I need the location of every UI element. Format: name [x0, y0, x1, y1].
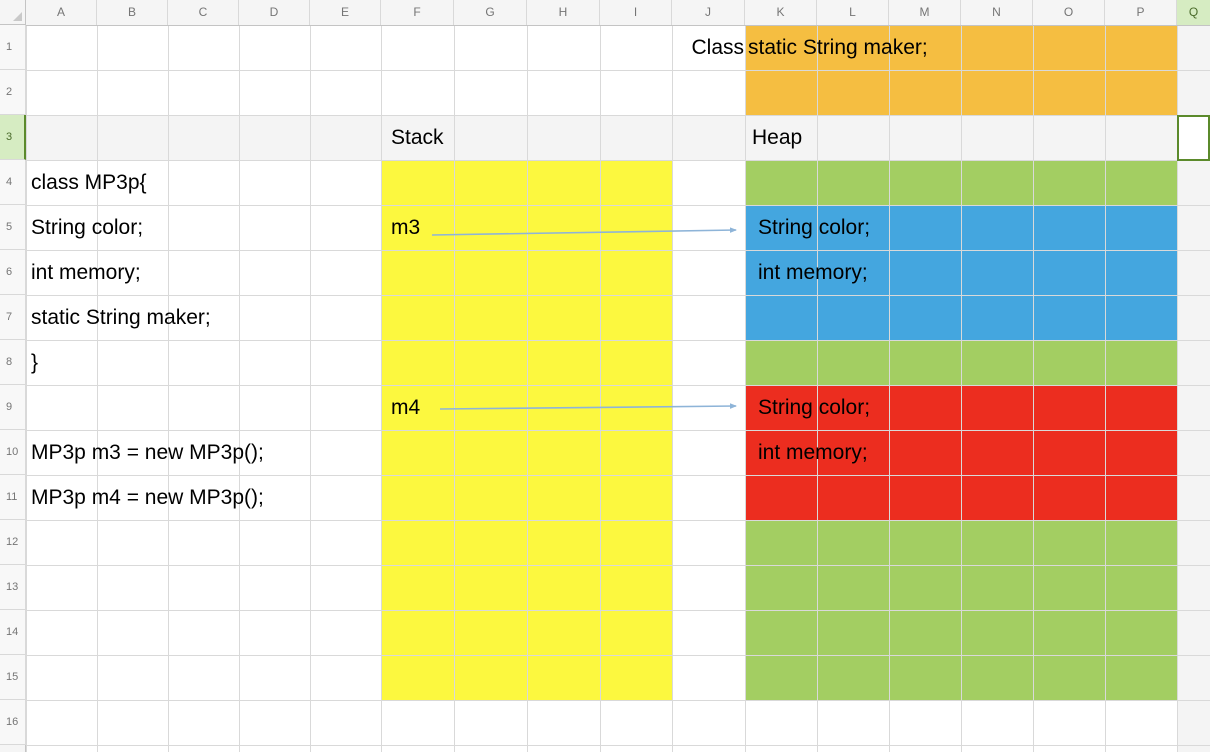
cell-a5-string-color-field[interactable]: String color;: [31, 215, 144, 239]
column-header-i[interactable]: I: [600, 0, 672, 25]
cell-a6-int-memory-field[interactable]: int memory;: [31, 260, 141, 284]
column-header-h[interactable]: H: [527, 0, 600, 25]
cell-k9-heap-m4-string-color[interactable]: String color;: [758, 395, 871, 419]
corner-triangle-icon: [13, 12, 22, 21]
row-header-10[interactable]: 10: [0, 430, 26, 475]
column-header-l[interactable]: L: [817, 0, 889, 25]
column-header-j[interactable]: J: [672, 0, 745, 25]
column-header-c[interactable]: C: [168, 0, 239, 25]
column-header-n[interactable]: N: [961, 0, 1033, 25]
row-header-15[interactable]: 15: [0, 655, 26, 700]
cell-k5-heap-m3-string-color[interactable]: String color;: [758, 215, 871, 239]
column-header-k[interactable]: K: [745, 0, 817, 25]
row-header-8[interactable]: 8: [0, 340, 26, 385]
cell-a11-new-m4-statement[interactable]: MP3p m4 = new MP3p();: [31, 485, 264, 509]
cell-k1-static-field[interactable]: static String maker;: [748, 35, 928, 59]
row-header-16[interactable]: 16: [0, 700, 26, 745]
cell-a8-closing-brace[interactable]: }: [31, 350, 39, 374]
column-header-p[interactable]: P: [1105, 0, 1177, 25]
row-header-14[interactable]: 14: [0, 610, 26, 655]
cell-f9-stack-ref-m4[interactable]: m4: [391, 395, 421, 419]
cell-f3-stack-label[interactable]: Stack: [391, 125, 444, 149]
selected-cell-q3[interactable]: [1177, 115, 1210, 161]
row-header-11[interactable]: 11: [0, 475, 26, 520]
row-header-1[interactable]: 1: [0, 25, 26, 70]
row-header-4[interactable]: 4: [0, 160, 26, 205]
column-header-d[interactable]: D: [239, 0, 310, 25]
select-all-corner[interactable]: [0, 0, 26, 25]
cell-a7-static-maker-field[interactable]: static String maker;: [31, 305, 211, 329]
row-header-12[interactable]: 12: [0, 520, 26, 565]
column-header-g[interactable]: G: [454, 0, 527, 25]
cell-f5-stack-ref-m3[interactable]: m3: [391, 215, 421, 239]
cell-a4-class-declaration[interactable]: class MP3p{: [31, 170, 147, 194]
column-header-f[interactable]: F: [381, 0, 454, 25]
row-header-9[interactable]: 9: [0, 385, 26, 430]
row-header-6[interactable]: 6: [0, 250, 26, 295]
cell-k3-heap-label[interactable]: Heap: [752, 125, 803, 149]
column-header-a[interactable]: A: [26, 0, 97, 25]
row-highlight-3: [26, 115, 1210, 160]
cell-j1-class-label[interactable]: Class: [691, 35, 744, 59]
cell-a10-new-m3-statement[interactable]: MP3p m3 = new MP3p();: [31, 440, 264, 464]
column-header-o[interactable]: O: [1033, 0, 1105, 25]
column-header-b[interactable]: B: [97, 0, 168, 25]
column-header-q[interactable]: Q: [1177, 0, 1210, 25]
row-header-7[interactable]: 7: [0, 295, 26, 340]
row-header-3[interactable]: 3: [0, 115, 26, 160]
column-header-m[interactable]: M: [889, 0, 961, 25]
row-header-13[interactable]: 13: [0, 565, 26, 610]
cell-k10-heap-m4-int-memory[interactable]: int memory;: [758, 440, 868, 464]
cell-k6-heap-m3-int-memory[interactable]: int memory;: [758, 260, 868, 284]
column-header-e[interactable]: E: [310, 0, 381, 25]
row-header-2[interactable]: 2: [0, 70, 26, 115]
row-header-5[interactable]: 5: [0, 205, 26, 250]
